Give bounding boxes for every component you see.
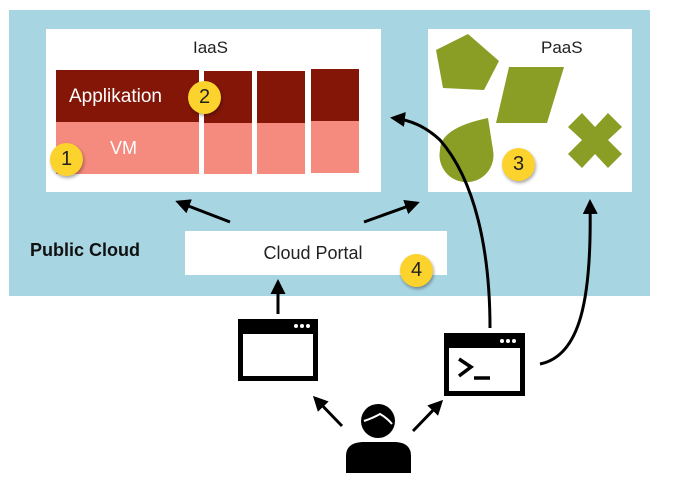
application-block-main xyxy=(56,70,199,122)
public-cloud-label: Public Cloud xyxy=(30,240,140,260)
application-block-3 xyxy=(257,71,305,123)
flow-arrows xyxy=(175,111,598,433)
pentagon-shape xyxy=(436,34,499,90)
badge-3: 3 xyxy=(502,148,535,181)
vm-label: VM xyxy=(110,138,137,158)
teardrop-shape xyxy=(439,118,494,183)
arrow-user-to-terminal xyxy=(411,399,444,433)
arrow-terminal-to-iaas xyxy=(390,111,492,329)
terminal-prompt-icon xyxy=(457,357,475,378)
browser-window-icon xyxy=(238,319,318,381)
cloud-portal-label: Cloud Portal xyxy=(263,242,363,263)
badge-2: 2 xyxy=(188,81,221,114)
user-icon xyxy=(346,404,411,473)
arrow-terminal-to-paas xyxy=(539,199,598,366)
parallelogram-shape xyxy=(496,67,564,123)
arrow-portal-to-iaas xyxy=(175,199,231,224)
application-label: Applikation xyxy=(69,86,162,107)
arrow-user-to-browser xyxy=(312,395,344,428)
vm-block-3 xyxy=(257,123,305,174)
cross-shape xyxy=(568,113,622,168)
vm-block-4 xyxy=(311,121,359,173)
vm-block-2 xyxy=(204,123,252,174)
iaas-title: IaaS xyxy=(193,38,228,57)
badge-4: 4 xyxy=(400,254,433,287)
application-block-4 xyxy=(311,69,359,121)
arrow-portal-to-paas xyxy=(363,199,420,224)
terminal-window-icon xyxy=(444,333,525,396)
paas-shapes xyxy=(436,34,622,183)
paas-title: PaaS xyxy=(541,38,583,57)
badge-1: 1 xyxy=(50,143,83,176)
